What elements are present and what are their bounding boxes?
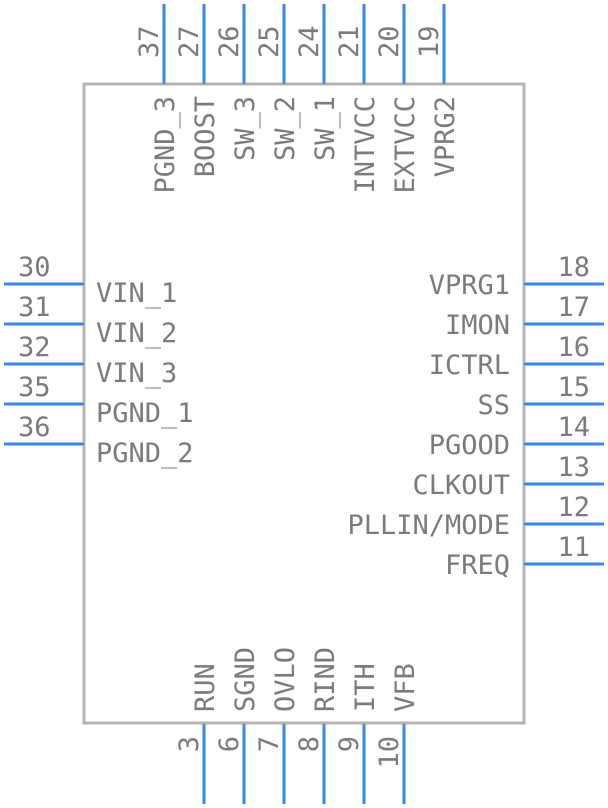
pin-name-vfb: VFB	[390, 663, 421, 712]
pin-name-sgnd: SGND	[230, 647, 261, 712]
pin-number-19: 19	[414, 25, 445, 58]
pin-number-20: 20	[374, 25, 405, 58]
pin-name-ictrl: ICTRL	[429, 350, 510, 381]
pin-name-sw-2: SW_2	[270, 96, 301, 161]
pin-number-11: 11	[557, 532, 590, 563]
pin-number-27: 27	[174, 25, 205, 58]
pin-name-ss: SS	[477, 390, 510, 421]
pin-name-vin-3: VIN_3	[96, 358, 177, 389]
pin-name-freq: FREQ	[445, 550, 510, 581]
pin-name-boost: BOOST	[190, 96, 221, 177]
pin-name-pgnd-2: PGND_2	[96, 438, 194, 469]
pin-name-rind: RIND	[310, 647, 341, 712]
pin-number-32: 32	[18, 332, 51, 363]
pin-name-pgnd-1: PGND_1	[96, 398, 194, 429]
pin-number-12: 12	[557, 492, 590, 523]
pin-name-pgnd-3: PGND_3	[150, 96, 181, 194]
bottom-pins: 3 RUN 6 SGND 7 OVLO 8 RIND 9 ITH 10 VFB	[174, 647, 421, 804]
pin-name-clkout: CLKOUT	[412, 470, 510, 501]
pin-name-sw-3: SW_3	[230, 96, 261, 161]
pin-number-16: 16	[557, 332, 590, 363]
pin-name-vin-1: VIN_1	[96, 278, 177, 309]
pin-name-extvcc: EXTVCC	[390, 96, 421, 194]
pin-number-26: 26	[214, 25, 245, 58]
pin-name-intvcc: INTVCC	[350, 96, 381, 194]
pin-number-13: 13	[557, 452, 590, 483]
pin-name-pgood: PGOOD	[429, 430, 510, 461]
pin-name-imon: IMON	[445, 310, 510, 341]
pin-name-vin-2: VIN_2	[96, 318, 177, 349]
pin-number-9: 9	[334, 736, 365, 752]
pin-number-31: 31	[18, 292, 51, 323]
pin-number-7: 7	[254, 736, 285, 752]
pin-number-30: 30	[18, 252, 51, 283]
pin-number-35: 35	[18, 372, 51, 403]
pin-number-15: 15	[557, 372, 590, 403]
pin-number-37: 37	[134, 25, 165, 58]
pin-number-18: 18	[557, 252, 590, 283]
pin-name-run: RUN	[190, 663, 221, 712]
pin-name-pllin-mode: PLLIN/MODE	[347, 510, 510, 541]
pin-name-vprg1: VPRG1	[429, 270, 510, 301]
pin-number-25: 25	[254, 25, 285, 58]
pin-number-8: 8	[294, 736, 325, 752]
pin-name-sw-1: SW_1	[310, 96, 341, 161]
pin-name-ith: ITH	[350, 663, 381, 712]
pin-number-21: 21	[334, 25, 365, 58]
pin-number-6: 6	[214, 736, 245, 752]
pin-number-14: 14	[557, 412, 590, 443]
pin-name-ovlo: OVLO	[270, 647, 301, 712]
pin-number-10: 10	[374, 736, 405, 769]
pin-number-3: 3	[174, 736, 205, 752]
pin-number-36: 36	[18, 412, 51, 443]
pin-name-vprg2: VPRG2	[430, 96, 461, 177]
pin-number-24: 24	[294, 25, 325, 58]
pin-number-17: 17	[557, 292, 590, 323]
